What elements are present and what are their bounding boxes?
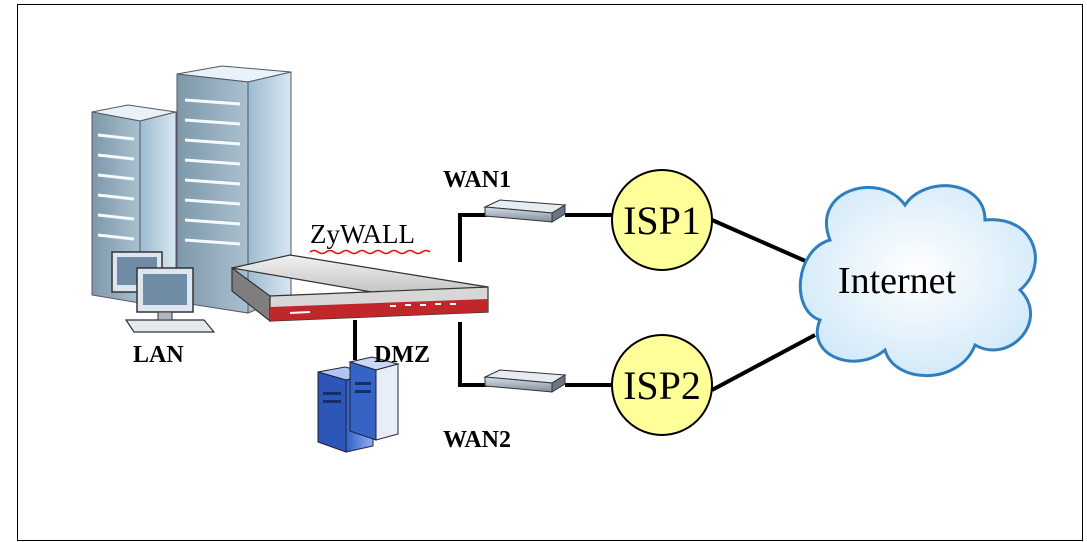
diagram-frame bbox=[17, 4, 1083, 541]
dmz-label: DMZ bbox=[374, 342, 430, 368]
wan2-modem-icon bbox=[483, 369, 567, 393]
wan2-link bbox=[458, 322, 487, 387]
isp1-internet-link bbox=[711, 218, 811, 265]
isp1-node: ISP1 bbox=[611, 169, 713, 271]
zywall-firewall-icon bbox=[231, 254, 489, 323]
lan-computer-icon bbox=[111, 251, 216, 333]
server-tower-back-icon bbox=[176, 65, 292, 314]
internet-label: Internet bbox=[838, 260, 957, 302]
dmz-server-icon bbox=[317, 356, 400, 453]
isp2-internet-link bbox=[711, 333, 816, 392]
internet-cloud-icon: Internet bbox=[798, 184, 1037, 378]
isp2-node: ISP2 bbox=[611, 334, 713, 436]
zywall-label: ZyWALL bbox=[310, 219, 415, 249]
isp1-label: ISP1 bbox=[623, 198, 701, 243]
wan1-link bbox=[458, 213, 487, 262]
wan1-label: WAN1 bbox=[443, 167, 511, 193]
isp2-label: ISP2 bbox=[623, 363, 701, 408]
lan-label: LAN bbox=[133, 342, 184, 368]
spellcheck-underline bbox=[309, 249, 431, 255]
wan2-label: WAN2 bbox=[443, 427, 511, 453]
wan1-modem-icon bbox=[483, 199, 567, 223]
